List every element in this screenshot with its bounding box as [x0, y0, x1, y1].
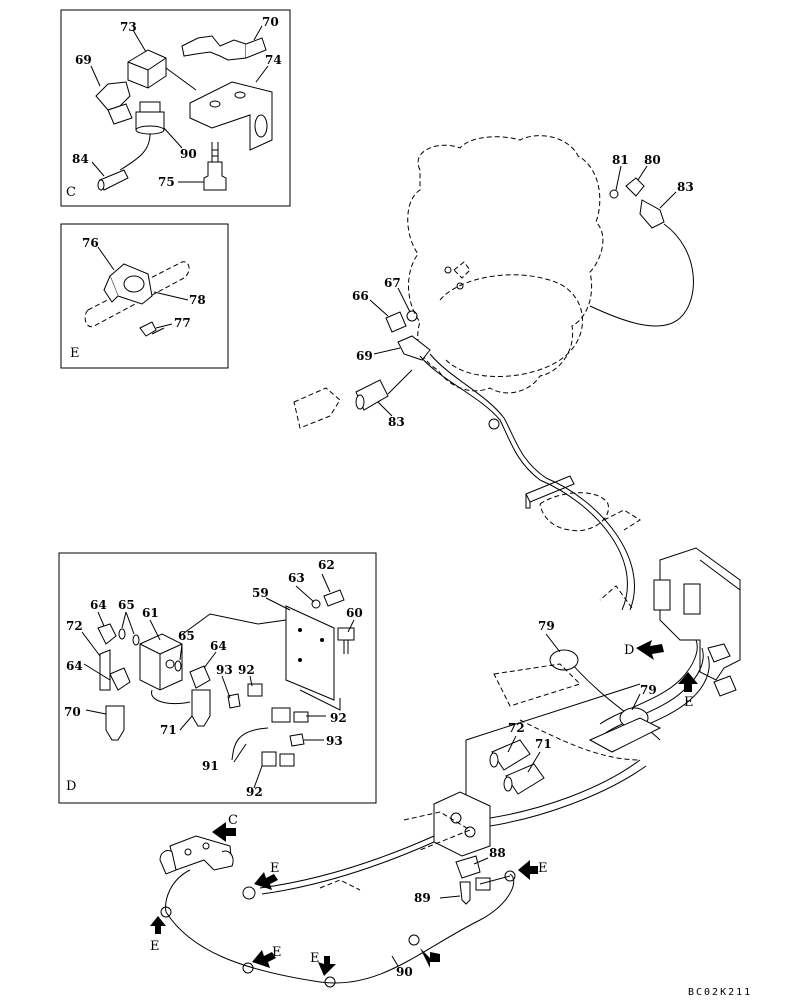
view-arrow-label-0: D — [624, 643, 634, 658]
callout-d-7: 72 — [66, 619, 83, 633]
view-arrow-label-1: E — [684, 695, 694, 710]
view-arrow-label-5: E — [272, 945, 282, 960]
callout-d-15: 92 — [330, 711, 347, 725]
frame-e-label: E — [70, 346, 80, 361]
view-arrow-label-3: E — [270, 861, 280, 876]
view-arrow-e-icon — [518, 860, 538, 880]
callout-d-14: 71 — [160, 723, 177, 737]
callout-main-12: 89 — [414, 891, 431, 905]
frame-d-label: D — [66, 779, 76, 794]
callout-main-13: 90 — [396, 965, 413, 979]
callout-main-0: 81 — [612, 153, 629, 167]
callout-main-9: 72 — [508, 721, 525, 735]
callout-d-18: 92 — [246, 785, 263, 799]
callout-d-17: 91 — [202, 759, 219, 773]
view-arrow-label-2: C — [228, 813, 238, 828]
callout-d-5: 65 — [118, 598, 135, 612]
callout-main-6: 83 — [388, 415, 405, 429]
callout-main-1: 80 — [644, 153, 661, 167]
view-arrow-e-icon — [678, 672, 698, 692]
callout-c-5: 84 — [72, 152, 89, 166]
detail-frame-d: D — [58, 552, 377, 804]
view-arrow-e-icon — [252, 950, 276, 968]
view-arrow-e-icon — [254, 872, 278, 890]
drawing-code: BC02K211 — [688, 987, 752, 998]
callout-d-12: 92 — [238, 663, 255, 677]
callout-c-1: 70 — [262, 15, 279, 29]
callout-c-4: 90 — [180, 147, 197, 161]
callout-main-3: 67 — [384, 276, 401, 290]
callout-d-4: 64 — [90, 598, 107, 612]
callout-c-2: 69 — [75, 53, 92, 67]
callout-e-2: 77 — [174, 316, 191, 330]
callout-d-8: 65 — [178, 629, 195, 643]
callout-main-4: 66 — [352, 289, 369, 303]
view-arrows: D E C E E E E E — [150, 640, 698, 976]
callout-d-13: 70 — [64, 705, 81, 719]
view-arrow-e-icon — [318, 956, 336, 976]
callout-d-16: 93 — [326, 734, 343, 748]
callout-main-10: 71 — [535, 737, 552, 751]
callout-c-6: 75 — [158, 175, 175, 189]
callout-main-7: 79 — [538, 619, 555, 633]
callout-d-11: 93 — [216, 663, 233, 677]
detail-frame-e: E 76 78 77 — [60, 223, 229, 369]
detail-frame-c: C — [60, 9, 291, 207]
callout-main-2: 83 — [677, 180, 694, 194]
callout-main-11: 88 — [489, 846, 506, 860]
callout-d-2: 59 — [252, 586, 269, 600]
callout-d-9: 64 — [210, 639, 227, 653]
view-arrow-label-4: E — [150, 939, 160, 954]
callout-e-0: 76 — [82, 236, 99, 250]
callout-d-6: 61 — [142, 606, 159, 620]
callout-d-3: 60 — [346, 606, 363, 620]
main-assembly: 81 80 83 67 66 69 83 79 79 72 71 88 89 9… — [159, 135, 741, 988]
callout-d-0: 62 — [318, 558, 335, 572]
view-arrow-label-6: E — [310, 951, 320, 966]
callout-d-1: 63 — [288, 571, 305, 585]
callout-c-0: 73 — [120, 20, 137, 34]
view-arrow-c-icon — [212, 822, 236, 842]
callout-main-8: 79 — [640, 683, 657, 697]
callout-d-10: 64 — [66, 659, 83, 673]
view-arrow-label-7: E — [538, 861, 548, 876]
view-arrow-e-icon — [420, 948, 440, 968]
frame-c-label: C — [66, 185, 76, 200]
view-arrow-e-icon — [150, 916, 166, 934]
callout-c-3: 74 — [265, 53, 282, 67]
callout-e-1: 78 — [189, 293, 206, 307]
callout-main-5: 69 — [356, 349, 373, 363]
view-arrow-d-icon — [636, 640, 664, 660]
